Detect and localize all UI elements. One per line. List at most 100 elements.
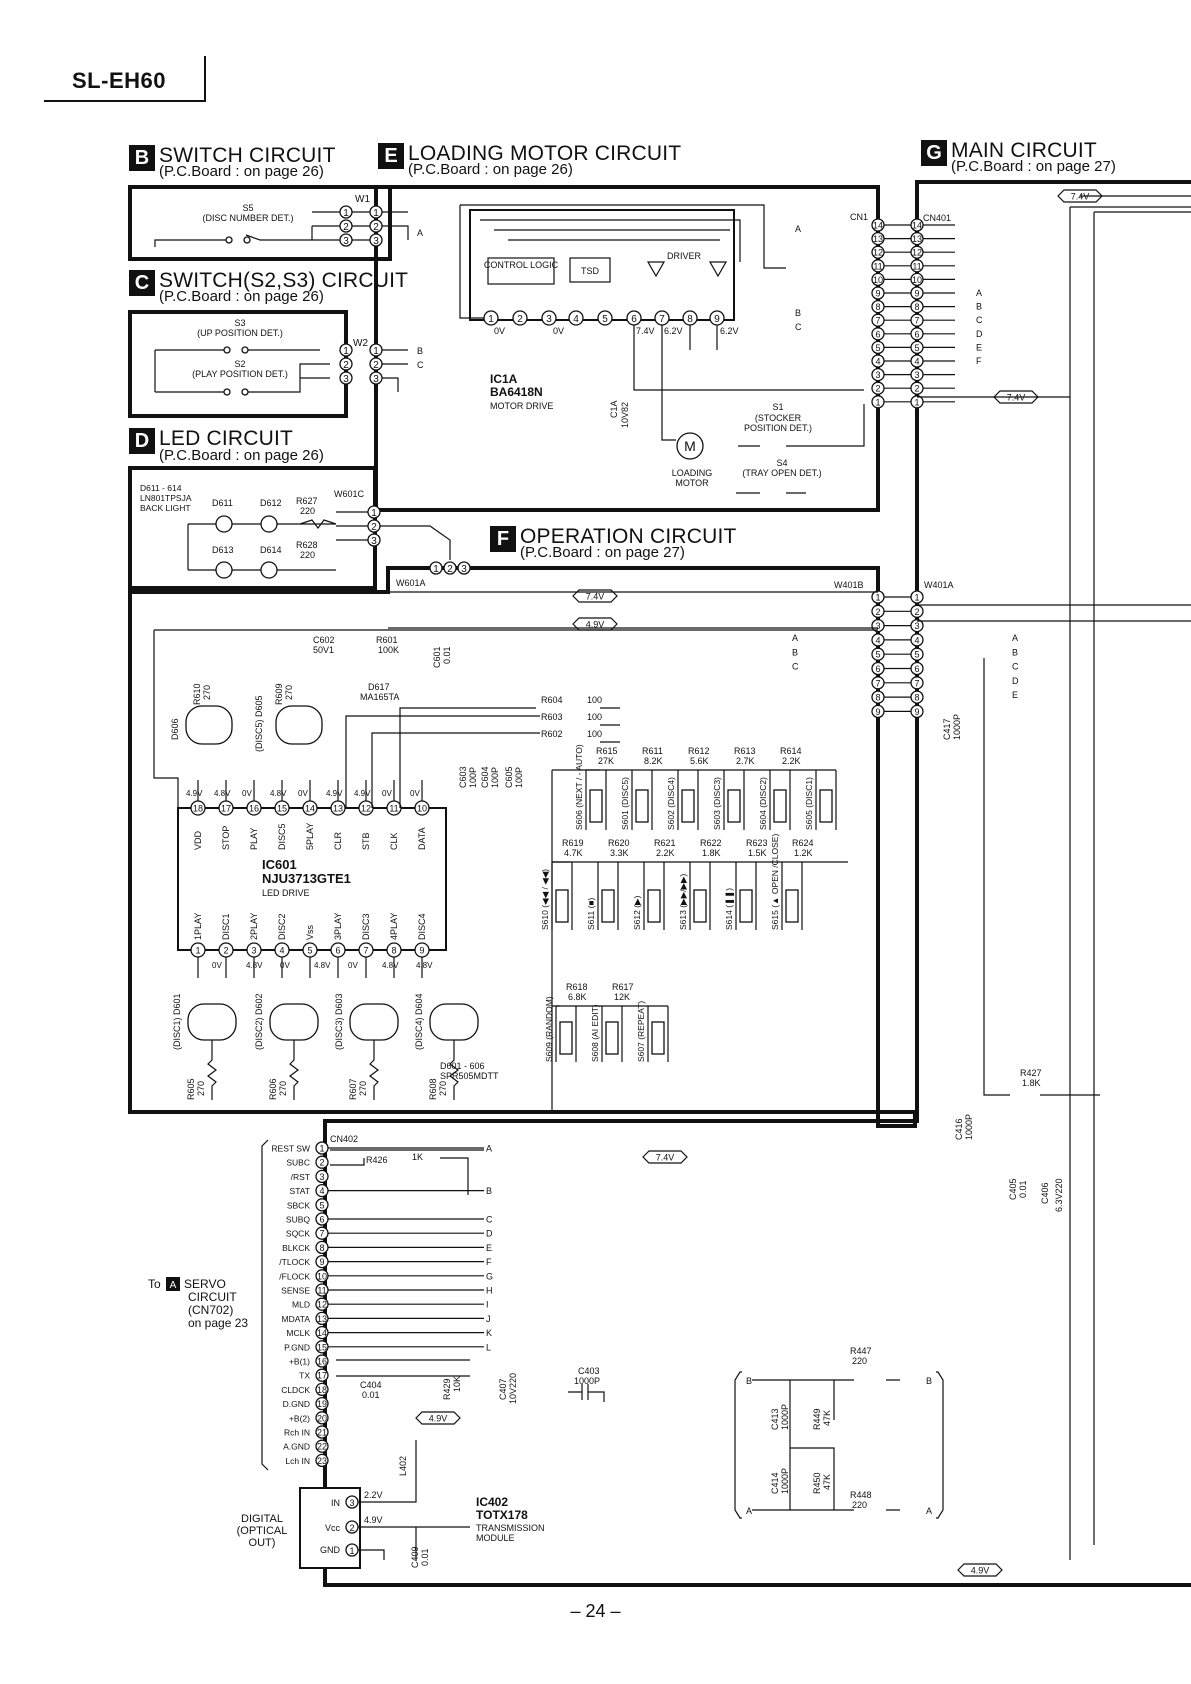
cn402-pin-label: A.GND <box>283 1442 310 1452</box>
ic601-pin-name: DATA <box>417 827 427 850</box>
switch-leads <box>643 862 665 930</box>
ic601-pin-name: 3PLAY <box>333 913 343 940</box>
ic601-pin-disc3-number: 7 <box>363 946 368 956</box>
w601c-pin-number: 1 <box>371 508 377 519</box>
operation-switch-matrix: R61527KR6118.2KR6125.6KR6132.7KR6142.2KS… <box>540 744 878 1113</box>
w401b-pin-number: 4 <box>875 635 880 645</box>
w1-label: W1 <box>355 194 370 205</box>
bottom-led-resistor-label: R605 <box>186 1078 196 1100</box>
w601a-pin <box>443 561 457 575</box>
e-in-pin-number: 3 <box>373 236 379 247</box>
ic601-pin-4play-number: 8 <box>391 946 396 956</box>
ic601-pin-3play-number: 6 <box>335 946 340 956</box>
c405-value: 0.01 <box>1018 1180 1028 1198</box>
c603-label: C603 <box>458 766 468 788</box>
ladder-resistor-value: 2.2K <box>782 756 801 766</box>
c414-value: 1000P <box>780 1468 790 1494</box>
cn402-bracket <box>261 1139 269 1471</box>
w401b-pin-number: 7 <box>875 678 880 688</box>
led-circuit: D611 - 614 LN801TPSJA BACK LIGHT D611 D6… <box>140 483 471 588</box>
led-group-part: SPR505MDTT <box>440 1071 499 1081</box>
s3-contact <box>223 346 231 354</box>
driver-label: DRIVER <box>667 251 702 261</box>
r426-value: 1K <box>412 1152 423 1162</box>
led-part: LN801TPSJA <box>140 493 192 503</box>
cn1-pin-number: 3 <box>875 370 880 380</box>
s4-desc: (TRAY OPEN DET.) <box>742 468 821 478</box>
cn402-pin-number: 8 <box>319 1243 324 1253</box>
cn402-pin-number: 4 <box>319 1186 324 1196</box>
c403-label: C403 <box>578 1366 600 1376</box>
section-g-title: MAIN CIRCUIT <box>951 139 1097 162</box>
voltage-tag <box>572 617 618 631</box>
w601c-wiring <box>336 511 451 560</box>
voltage-tag <box>957 1563 1003 1577</box>
ic601-bottom-voltage: 4.8V <box>382 961 399 970</box>
cn1-b: B <box>795 308 801 318</box>
c413-value: 1000P <box>780 1404 790 1430</box>
ladder-resistor-value: 1.8K <box>702 848 721 858</box>
cn1-pin-number: 10 <box>873 275 883 285</box>
r449-value: 47K <box>822 1410 832 1426</box>
tact-switch-label: S613 (▶▶/▶▶) <box>678 873 688 930</box>
w401a-line-label: A <box>1012 633 1018 643</box>
w1-pin-number: 3 <box>343 236 349 247</box>
ic402-pin-gnd: GND <box>320 1545 341 1555</box>
r447-label: R447 <box>850 1346 872 1356</box>
voltage-tag <box>993 390 1039 404</box>
cn401-pin-number: 2 <box>914 384 919 394</box>
l402-label: L402 <box>398 1456 408 1476</box>
ic1a-pin-number: 2 <box>517 314 523 325</box>
c603-value: 100P <box>468 767 478 788</box>
cn401-pin-number: 4 <box>914 357 919 367</box>
ic601-pin-name: 5PLAY <box>305 823 315 850</box>
cn402-pin-number: 12 <box>317 1300 327 1310</box>
ic601-bottom-voltage: 4.8V <box>246 961 263 970</box>
cn402-pin-label: CLDCK <box>281 1385 310 1395</box>
ic601-pin-name: 4PLAY <box>389 913 399 940</box>
tact-switch <box>559 1021 573 1055</box>
r628-value: 220 <box>300 550 315 560</box>
cn402-pin <box>315 1198 329 1212</box>
cn402-pin-number: 20 <box>317 1413 327 1423</box>
tact-switch-label: S607 (REPEAT) <box>636 1001 646 1062</box>
ic1a-label: IC1A <box>490 372 518 386</box>
cn402-pin-label: Rch IN <box>284 1428 310 1438</box>
ladder-resistor-value: 2.2K <box>656 848 675 858</box>
cn402-pin-label: STAT <box>290 1186 310 1196</box>
cn402-pin-label: /TLOCK <box>279 1257 310 1267</box>
e-in2-pin-number: 2 <box>373 360 379 371</box>
section-e-title: LOADING MOTOR CIRCUIT <box>408 142 682 165</box>
header-rule-vertical <box>204 56 206 102</box>
tact-switch-label: S602 (DISC4) <box>666 777 676 830</box>
cn402-pin <box>315 1439 329 1453</box>
tact-switch-label: S601 (DISC5) <box>620 777 630 830</box>
ic601-pin-voltage: 4.8V <box>270 789 287 798</box>
cn402-line-label: I <box>486 1300 489 1310</box>
section-b-badge: B <box>129 145 155 171</box>
w401a-line-label: E <box>1012 690 1018 700</box>
r427-wiring <box>983 658 1100 1096</box>
w2-pin-number: 1 <box>343 346 349 357</box>
ic1a-pin <box>597 310 613 326</box>
ic601-pin-voltage: 0V <box>382 789 392 798</box>
cn402-pin-number: 5 <box>319 1200 324 1210</box>
section-f-board-ref: (P.C.Board : on page 27) <box>520 544 685 561</box>
ic1a-v-pin7: 6.2V <box>664 326 683 336</box>
ic601-bottom-voltage: 0V <box>280 961 290 970</box>
cn401-pin-number: 12 <box>912 248 922 258</box>
header-rule <box>44 100 206 102</box>
s3-contact <box>241 346 249 354</box>
ic601-pin-voltage: 0V <box>242 789 252 798</box>
ic601-pin-stop-number: 17 <box>221 804 231 814</box>
led-d606: D606 <box>170 705 233 745</box>
w401a-pin-number: 6 <box>914 664 919 674</box>
ic601-top-pins: 18VDD4.9V17STOP4.8V16PLAY0V15DISC54.8V14… <box>186 780 430 850</box>
w1-pin-number: 2 <box>343 222 349 233</box>
c409-label: C409 <box>410 1546 420 1568</box>
cn402-pin-label: +B(1) <box>289 1357 310 1367</box>
